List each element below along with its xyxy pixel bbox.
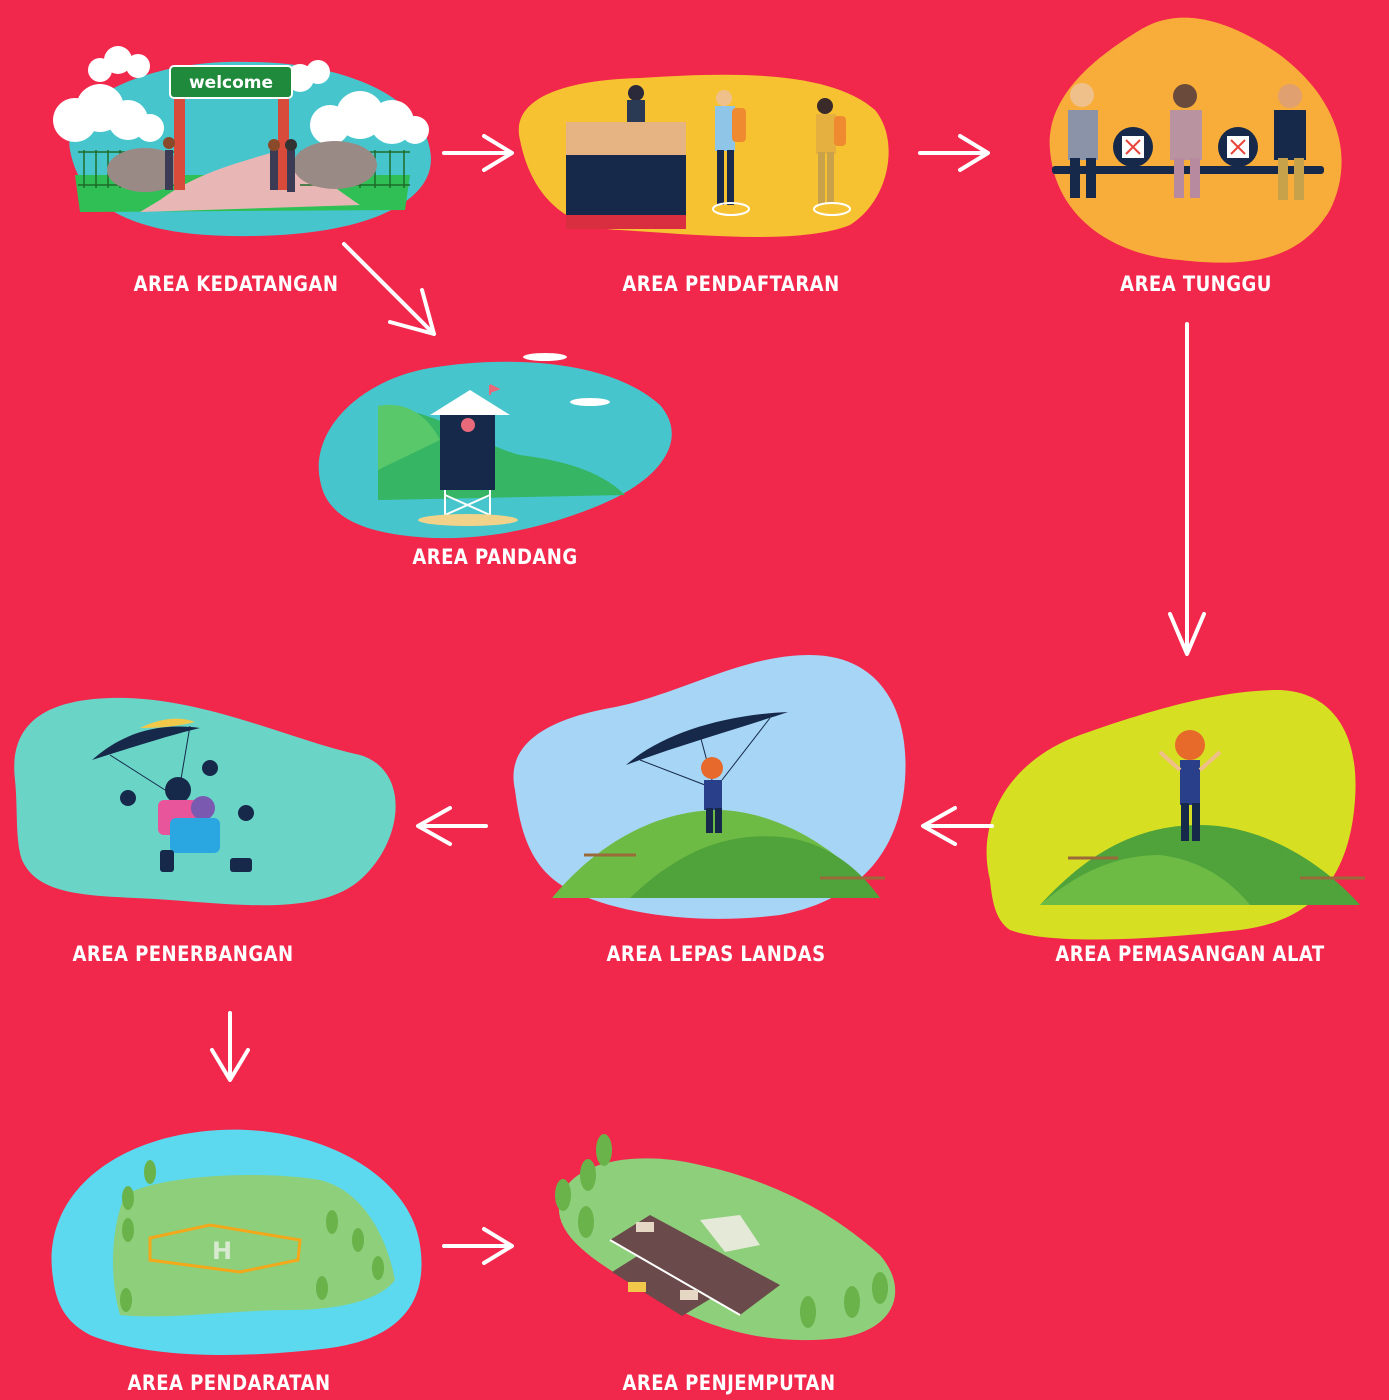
waiting-bench-illustration [1052, 83, 1324, 200]
label-area-kedatangan: AREA KEDATANGAN [133, 272, 339, 296]
arrow-pendaratan-to-penjemputan [442, 1227, 514, 1265]
arrow-pemasangan-to-lepas-landas [921, 806, 994, 846]
arrow-tunggu-to-pemasangan [1168, 322, 1206, 656]
welcome-gate-illustration: welcome [53, 46, 429, 212]
arrow-kedatangan-to-pandang [342, 242, 436, 336]
tandem-flight-illustration [92, 718, 254, 872]
label-area-penjemputan: AREA PENJEMPUTAN [622, 1371, 836, 1395]
pickup-road-illustration [555, 1134, 888, 1328]
arrow-kedatangan-to-pendaftaran [442, 134, 514, 172]
label-area-pendaftaran: AREA PENDAFTARAN [622, 272, 840, 296]
registration-desk-illustration [566, 85, 851, 229]
paraglider-takeoff-illustration [552, 712, 885, 898]
label-area-pemasangan-alat: AREA PEMASANGAN ALAT [1055, 942, 1325, 966]
svg-text:H: H [212, 1237, 232, 1265]
label-area-pendaratan: AREA PENDARATAN [127, 1371, 331, 1395]
helipad-landing-illustration: H [113, 1160, 396, 1317]
harness-fitting-illustration [1040, 730, 1365, 905]
arrow-lepas-landas-to-penerbangan [416, 806, 488, 846]
label-area-pandang: AREA PANDANG [412, 545, 578, 569]
label-area-tunggu: AREA TUNGGU [1120, 272, 1272, 296]
arrow-pendaftaran-to-tunggu [918, 134, 990, 172]
welcome-sign-text: welcome [189, 73, 273, 93]
label-area-penerbangan: AREA PENERBANGAN [72, 942, 294, 966]
label-area-lepas-landas: AREA LEPAS LANDAS [606, 942, 826, 966]
arrow-penerbangan-to-pendaratan [210, 1011, 250, 1082]
lookout-tower-illustration [378, 353, 625, 526]
